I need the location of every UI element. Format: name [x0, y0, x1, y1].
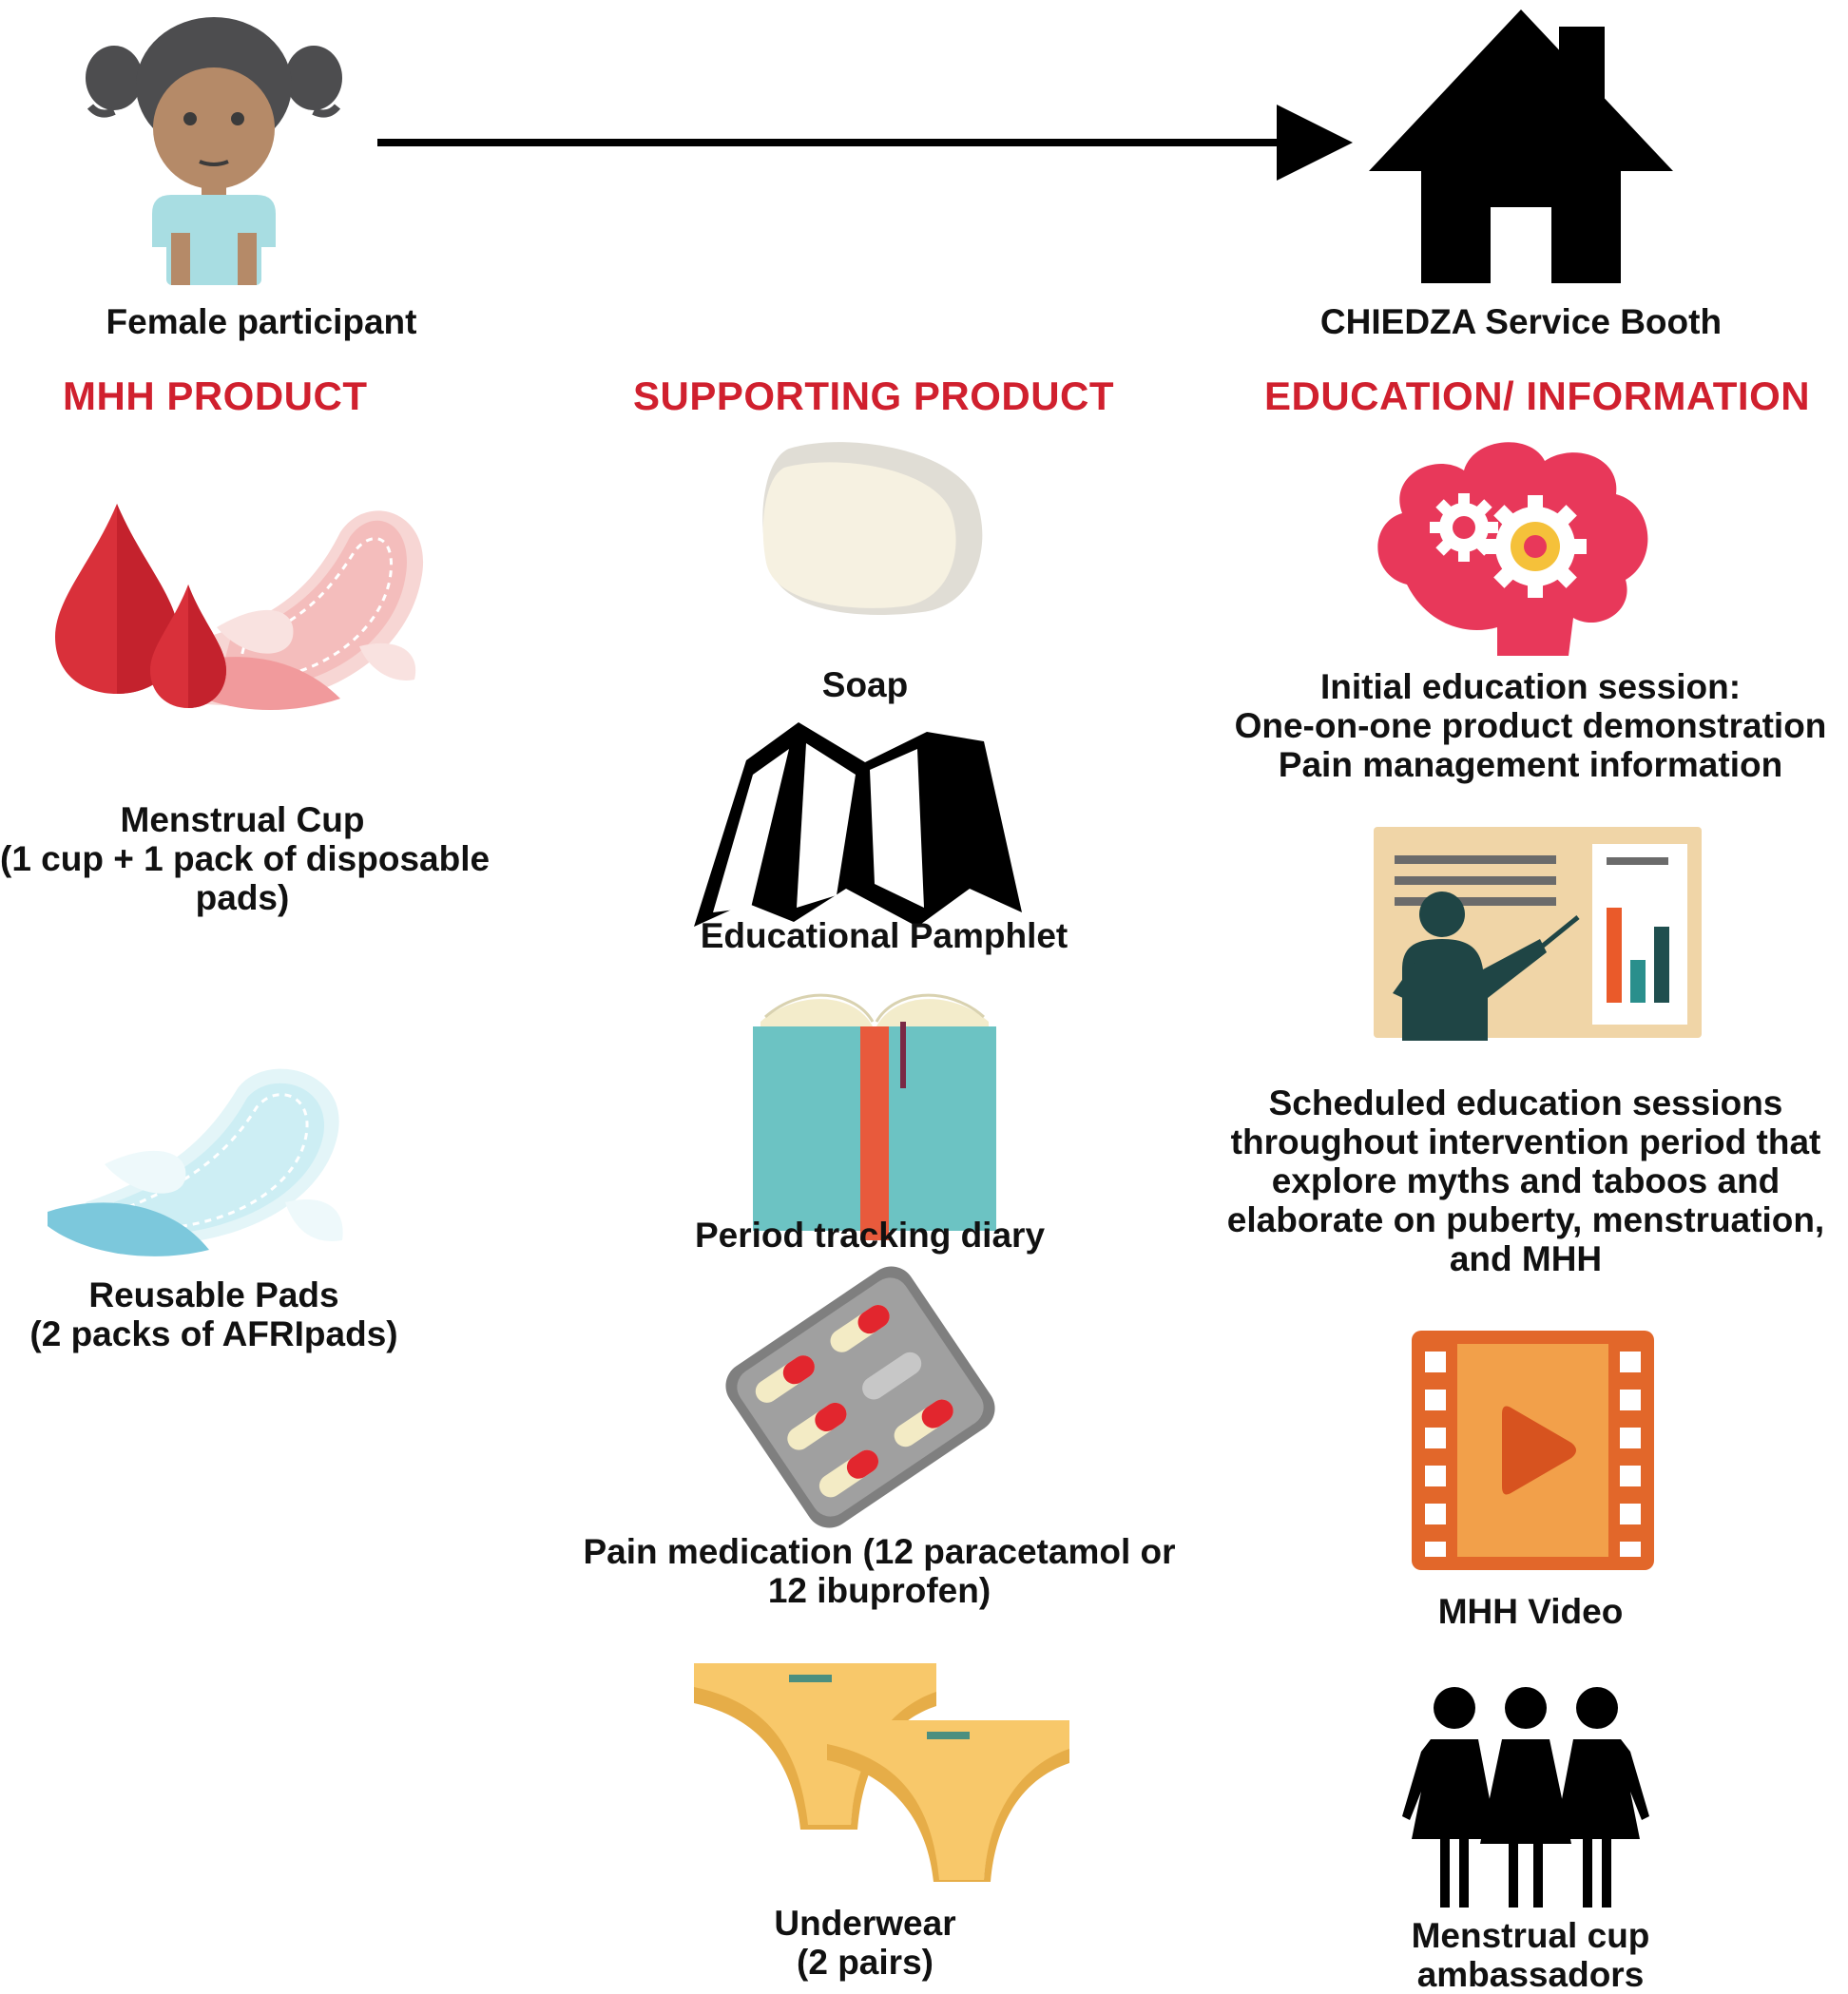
girl-icon	[86, 17, 342, 285]
booth-label: CHIEDZA Service Booth	[1319, 302, 1723, 341]
label-line: (2 pairs)	[797, 1943, 934, 1982]
presenter-board-icon	[1374, 827, 1702, 1041]
blood-drops-pad-icon	[55, 494, 454, 722]
label-line: Menstrual Cup	[120, 800, 365, 839]
label-line: Pain management information	[1278, 745, 1783, 784]
label-line: One-on-one product demonstration	[1234, 706, 1827, 745]
three-women-icon	[1402, 1687, 1649, 1910]
pain-medication-label: Pain medication (12 paracetamol or 12 ib…	[570, 1532, 1188, 1610]
label-line: Underwear	[774, 1904, 956, 1943]
soap-icon	[760, 439, 989, 620]
arrow	[375, 105, 1355, 181]
label-line: Initial education session:	[1319, 667, 1742, 706]
book-icon	[751, 984, 998, 1240]
pill-blister-icon	[725, 1264, 995, 1530]
reusable-pads-label: Reusable Pads (2 packs of AFRIpads)	[10, 1275, 418, 1353]
label-line: pads)	[195, 878, 290, 917]
label-line: ambassadors	[1416, 1955, 1645, 1994]
diary-label: Period tracking diary	[694, 1216, 1046, 1255]
pamphlet-label: Educational Pamphlet	[700, 916, 1068, 955]
label-line: (2 packs of AFRIpads)	[29, 1314, 398, 1353]
underwear-icon	[694, 1663, 1074, 1882]
mhh-header: MHH PRODUCT	[63, 374, 368, 418]
label-line: (1 cup + 1 pack of disposable	[0, 839, 491, 878]
initial-education-label: Initial education session: One-on-one pr…	[1198, 667, 1848, 784]
menstrual-cup-label: Menstrual Cup (1 cup + 1 pack of disposa…	[0, 800, 491, 917]
ambassadors-label: Menstrual cup ambassadors	[1378, 1916, 1683, 1994]
label-line: Menstrual cup	[1411, 1916, 1650, 1955]
label-line: and MHH	[1449, 1239, 1603, 1278]
scheduled-sessions-label: Scheduled education sessions throughout …	[1198, 1083, 1848, 1278]
supporting-header: SUPPORTING PRODUCT	[633, 374, 1115, 418]
mhh-video-label: MHH Video	[1437, 1592, 1624, 1631]
label-line: Pain medication (12 paracetamol or	[583, 1532, 1176, 1571]
label-line: 12 ibuprofen)	[767, 1571, 991, 1610]
label-line: Reusable Pads	[88, 1275, 339, 1314]
pamphlet-icon	[694, 722, 1027, 931]
soap-label: Soap	[821, 665, 909, 704]
reusable-pad-icon	[48, 1060, 361, 1259]
education-header: EDUCATION/ INFORMATION	[1264, 374, 1811, 418]
house-icon	[1369, 10, 1673, 285]
video-film-icon	[1412, 1331, 1654, 1573]
label-line: elaborate on puberty, menstruation,	[1226, 1200, 1825, 1239]
label-line: throughout intervention period that	[1230, 1122, 1821, 1161]
label-line: explore myths and taboos and	[1271, 1161, 1781, 1200]
participant-label: Female participant	[106, 302, 417, 341]
label-line: Scheduled education sessions	[1268, 1083, 1783, 1122]
underwear-label: Underwear (2 pairs)	[722, 1904, 1008, 1982]
brain-gears-icon	[1369, 432, 1654, 656]
